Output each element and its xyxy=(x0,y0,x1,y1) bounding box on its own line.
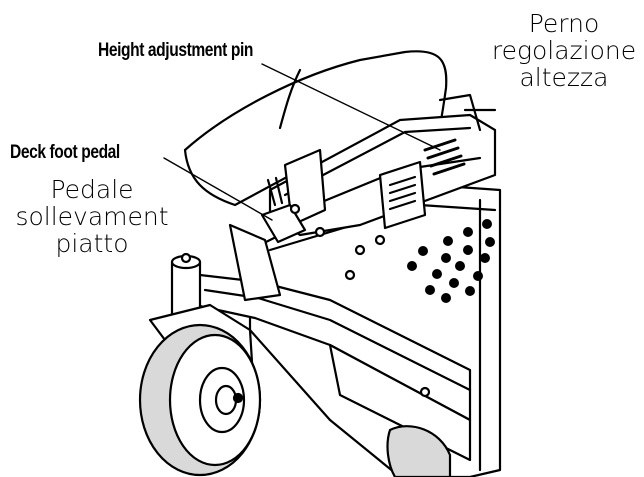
label-line: sollevament xyxy=(15,202,169,231)
seat-back xyxy=(183,50,448,207)
label-pedale-sollevamento-piatto: Pedale sollevament piatto xyxy=(8,176,176,257)
label-perno-regolazione-altezza: Perno regolazione altezza xyxy=(486,10,642,91)
label-height-adjustment-pin: Height adjustment pin xyxy=(98,40,253,61)
adjuster-rail-inner xyxy=(283,126,472,197)
label-line: piatto xyxy=(55,229,129,258)
foot-pedal xyxy=(260,203,307,244)
deck-holes xyxy=(407,219,495,303)
rear-bar xyxy=(438,93,497,132)
rear-wheel xyxy=(386,425,452,477)
caster-stem-bolt xyxy=(180,252,192,264)
label-line: Perno xyxy=(528,9,600,38)
frame-bolts xyxy=(289,203,431,398)
seat-back-crease xyxy=(278,68,302,130)
caster-axle-bolt xyxy=(232,392,244,404)
label-line: altezza xyxy=(519,63,609,92)
rear-hinge xyxy=(228,223,282,302)
label-line: Pedale xyxy=(50,175,134,204)
foot-pedal-stem xyxy=(266,176,284,207)
leader-height-pin xyxy=(261,63,441,151)
adjuster-handle-slots xyxy=(388,175,417,211)
leader-deck-pedal xyxy=(163,157,273,221)
caster-hub-center xyxy=(214,384,238,416)
height-pin-slots xyxy=(423,138,466,176)
adjuster-handle xyxy=(378,160,427,230)
frame-tube-line xyxy=(203,288,472,392)
label-deck-foot-pedal: Deck foot pedal xyxy=(10,142,120,163)
label-line: regolazione xyxy=(491,36,637,65)
